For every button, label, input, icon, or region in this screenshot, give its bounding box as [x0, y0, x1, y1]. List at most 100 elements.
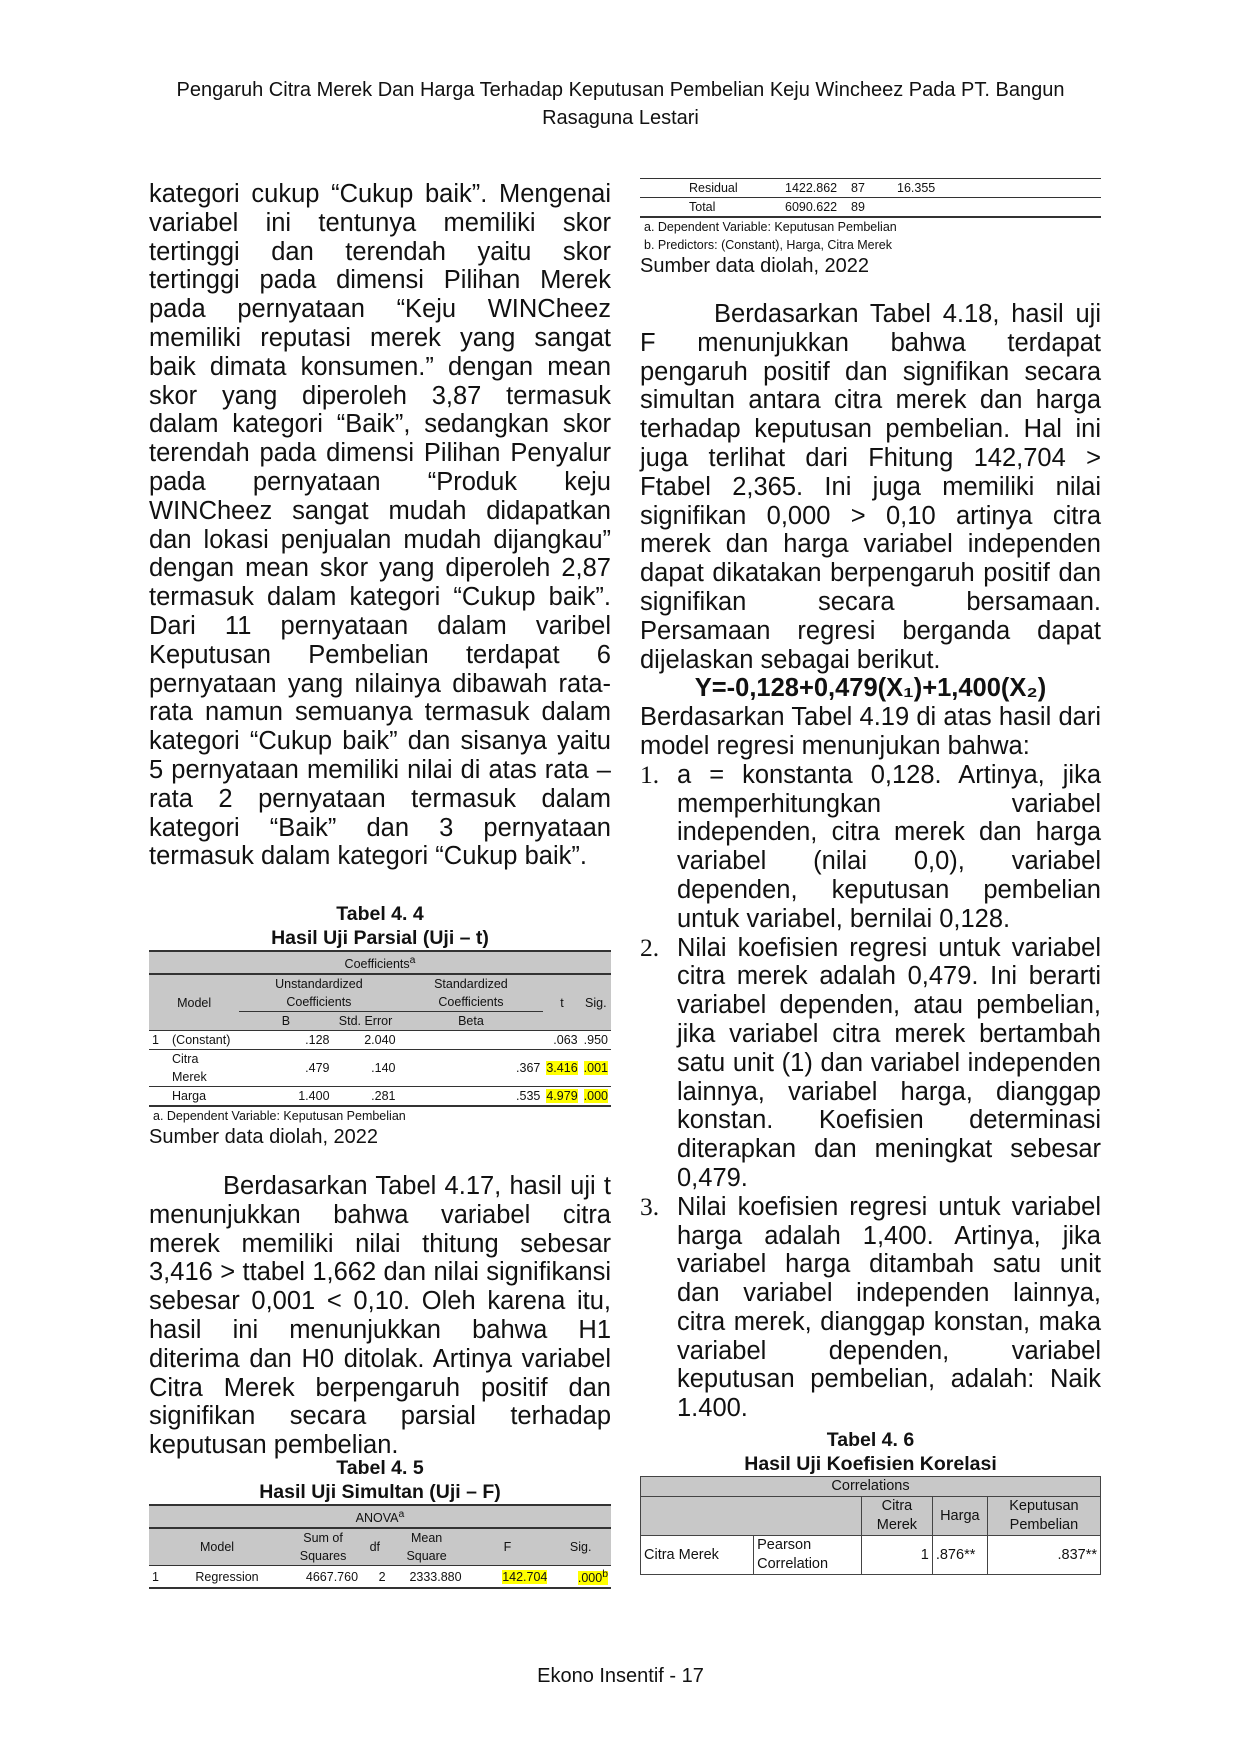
table-title: Hasil Uji Koefisien Korelasi	[744, 1453, 997, 1475]
table-caption: Tabel 4. 5	[336, 1457, 424, 1479]
table-row: Harga 1.400 .281 .535 4.979 .000	[149, 1086, 611, 1107]
left-column-lower: Berdasarkan Tabel 4.17, hasil uji t menu…	[149, 1172, 611, 1460]
cell: .950	[583, 1033, 608, 1048]
cell: 2	[378, 1569, 386, 1584]
table-row: 1 (Constant) .128 2.040 .063 .950	[149, 1031, 611, 1050]
anova-table-continued: Residual 1422.862 87 16.355 Total 6090.6…	[640, 178, 1101, 218]
cell: 1	[152, 1033, 159, 1048]
table-caption: Tabel 4. 4	[336, 903, 424, 925]
highlighted-cell: 3.416	[546, 1061, 578, 1076]
superscript: b	[602, 1569, 608, 1581]
col-sig: Sig.	[569, 1540, 592, 1555]
cell: 16.355	[897, 181, 936, 195]
highlighted-cell: 142.704	[502, 1569, 548, 1584]
col-df: df	[369, 1540, 381, 1555]
table-row: Total 6090.622 89	[640, 197, 1101, 218]
cell: (Constant)	[172, 1033, 231, 1048]
col-b: B	[281, 1014, 291, 1029]
table-title: Hasil Uji Simultan (Uji – F)	[259, 1481, 501, 1503]
cell	[894, 198, 1101, 218]
cell: .128	[305, 1033, 330, 1048]
highlighted-cell: .001	[583, 1061, 608, 1076]
col-se: Std. Error	[338, 1014, 393, 1029]
coefficients-table: Coefficientsa Model Unstandardized Coeff…	[149, 950, 611, 1107]
table-note: a. Dependent Variable: Keputusan Pembeli…	[644, 220, 897, 234]
superscript: a	[398, 1509, 405, 1520]
cell: 1	[861, 1535, 933, 1575]
col-model: Model	[177, 995, 212, 1010]
table-source: Sumber data diolah, 2022	[149, 1126, 379, 1149]
list-text: Nilai koefisien regresi untuk variabel h…	[677, 1192, 1101, 1423]
cell: .837**	[986, 1535, 1102, 1575]
anova-table: ANOVAa Model Sum of Squares df Mean Squa…	[149, 1504, 611, 1589]
col-t: t	[560, 995, 564, 1010]
highlighted-cell: .000	[583, 1089, 608, 1104]
col-ss: Sum of Squares	[299, 1531, 347, 1564]
table-row: Residual 1422.862 87 16.355	[640, 178, 1101, 198]
col-unstd: Unstandardized Coefficients	[239, 974, 399, 1013]
table-header: Coefficients	[344, 957, 410, 972]
table-note: a. Dependent Variable: Keputusan Pembeli…	[153, 1109, 406, 1124]
page-footer: Ekono Insentif - 17	[537, 1665, 704, 1687]
table-row: Citra Merek Pearson Correlation 1 .876**…	[639, 1535, 1102, 1575]
cell: .479	[305, 1061, 330, 1076]
table-header: Correlations	[640, 1476, 1101, 1497]
table-4-4: Tabel 4. 4 Hasil Uji Parsial (Uji – t) C…	[149, 902, 611, 1149]
list-number: 2.	[640, 932, 660, 962]
cell	[399, 1031, 544, 1050]
cell: 1	[152, 1569, 159, 1584]
table-header: ANOVA	[355, 1511, 399, 1526]
table-4-6: Tabel 4. 6 Hasil Uji Koefisien Korelasi …	[639, 1428, 1102, 1575]
list-item: 3. Nilai koefisien regresi untuk variabel…	[640, 1191, 1101, 1423]
cell: 89	[851, 200, 865, 214]
right-column: Berdasarkan Tabel 4.18, hasil uji F menu…	[640, 300, 1101, 1423]
cell: Citra Merek	[172, 1052, 207, 1085]
list-number: 1.	[640, 759, 660, 789]
running-header: Pengaruh Citra Merek Dan Harga Terhadap …	[140, 76, 1101, 132]
superscript: a	[409, 955, 416, 966]
table-caption: Tabel 4. 6	[826, 1429, 915, 1451]
cell: .876**	[931, 1535, 988, 1575]
regression-equation: Y=-0,128+0,479(X₁)+1,400(X₂)	[694, 674, 1047, 703]
paragraph: Berdasarkan Tabel 4.17, hasil uji t menu…	[149, 1172, 611, 1460]
table-row: 1 Regression 4667.760 2 2333.880 142.704…	[149, 1566, 611, 1589]
numbered-list: 1. a = konstanta 0,128. Artinya, jika mem…	[640, 759, 1101, 1423]
highlighted-cell: 4.979	[546, 1089, 578, 1104]
list-text: Nilai koefisien regresi untuk variabel c…	[677, 933, 1101, 1192]
list-item: 1. a = konstanta 0,128. Artinya, jika mem…	[640, 759, 1101, 934]
cell: 1422.862	[785, 181, 838, 195]
col-citra-merek: Citra Merek	[861, 1496, 933, 1536]
correlations-table: Correlations Citra Merek Harga Keputusan…	[639, 1476, 1102, 1575]
cell: 2333.880	[409, 1569, 462, 1584]
cell: Residual	[689, 181, 738, 195]
cell: .140	[371, 1061, 396, 1076]
header-line-2: Rasaguna Lestari	[542, 107, 699, 129]
table-4-5-continued: Residual 1422.862 87 16.355 Total 6090.6…	[640, 178, 1101, 278]
col-f: F	[503, 1540, 512, 1555]
col-ms: Mean Square	[406, 1531, 447, 1564]
highlighted-cell: .000	[577, 1571, 603, 1586]
list-text: a = konstanta 0,128. Artinya, jika mempe…	[677, 760, 1101, 933]
cell: Pearson Correlation	[753, 1535, 862, 1575]
cell: 87	[851, 181, 865, 195]
cell: 2.040	[364, 1033, 396, 1048]
table-row: Citra Merek .479 .140 .367 3.416 .001	[149, 1049, 611, 1087]
cell: .063	[553, 1033, 578, 1048]
cell: 6090.622	[785, 200, 838, 214]
col-beta: Beta	[458, 1014, 484, 1029]
paragraph: Berdasarkan Tabel 4.18, hasil uji F menu…	[640, 300, 1101, 674]
col-keputusan-pembelian: Keputusan Pembelian	[986, 1496, 1102, 1536]
paragraph: kategori cukup “Cukup baik”. Mengenai va…	[149, 180, 611, 871]
cell: .535	[516, 1089, 541, 1104]
col-model: Model	[200, 1540, 235, 1555]
table-source: Sumber data diolah, 2022	[640, 255, 870, 277]
table-note: b. Predictors: (Constant), Harga, Citra …	[644, 238, 892, 252]
list-number: 3.	[640, 1191, 660, 1221]
col-harga: Harga	[931, 1496, 988, 1536]
cell: .367	[516, 1061, 541, 1076]
col-std: Standardized Coefficients	[398, 974, 544, 1013]
col-sig: Sig.	[585, 995, 607, 1010]
cell: 1.400	[298, 1089, 330, 1104]
table-4-5: Tabel 4. 5 Hasil Uji Simultan (Uji – F) …	[149, 1456, 611, 1589]
header-line-1: Pengaruh Citra Merek Dan Harga Terhadap …	[176, 79, 1065, 101]
